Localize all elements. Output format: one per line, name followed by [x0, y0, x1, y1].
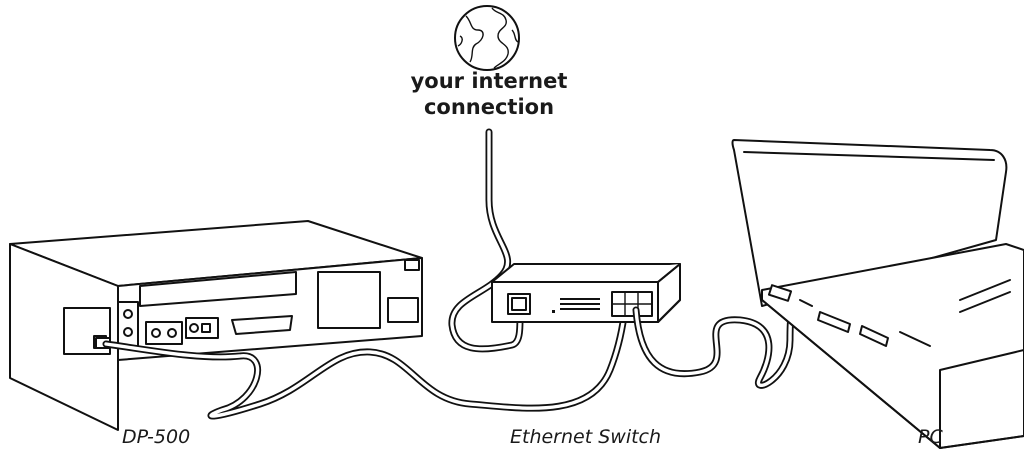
- internet-cable: [448, 128, 524, 353]
- player-cable: [102, 312, 628, 420]
- ethernet-switch-label: Ethernet Switch: [510, 426, 662, 448]
- switch-led-grid: [552, 298, 600, 313]
- globe-icon: [454, 5, 520, 71]
- dp500-device: [9, 220, 423, 431]
- internet-label: your internet connection: [394, 68, 584, 120]
- pc-label: PC: [918, 426, 943, 448]
- internet-label-line2: connection: [423, 95, 555, 119]
- internet-label-line1: your internet: [410, 69, 568, 93]
- dp500-label: DP-500: [122, 426, 191, 448]
- ethernet-switch-device: [491, 263, 681, 323]
- pc-cable: [632, 296, 804, 389]
- laptop-device: [731, 139, 1024, 449]
